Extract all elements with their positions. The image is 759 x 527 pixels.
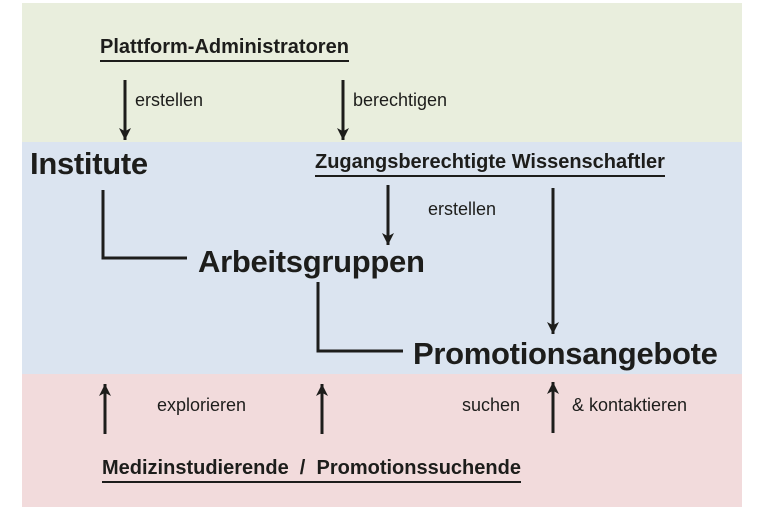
node-institute: Institute (30, 146, 148, 181)
edge-label-suchen: suchen (462, 395, 521, 415)
edge-label-erstellen-top: erstellen (135, 90, 204, 110)
node-zugangsberechtigte-wissenschaftler: Zugangsberechtigte Wissenschaftler (315, 150, 665, 177)
node-medizinstudierende-promotionssuchende: Medizinstudierende / Promotionssuchende (102, 456, 521, 483)
edge-label-kontaktieren: & kontaktieren (572, 395, 688, 415)
band-platform-administrators (22, 3, 742, 142)
node-promotionsangebote: Promotionsangebote (413, 336, 718, 371)
edge-label-erstellen-mid: erstellen (428, 199, 497, 219)
edge-label-explorieren: explorieren (157, 395, 247, 415)
edge-label-berechtigen: berechtigen (353, 90, 448, 110)
node-plattform-administratoren: Plattform-Administratoren (100, 35, 349, 62)
band-doctorate-seekers (22, 374, 742, 507)
node-arbeitsgruppen: Arbeitsgruppen (198, 244, 425, 279)
